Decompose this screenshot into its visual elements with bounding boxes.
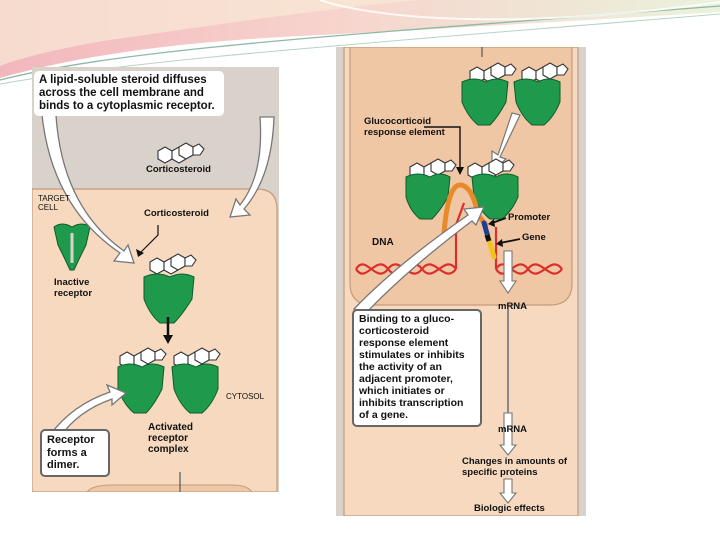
header-swoosh-light — [0, 0, 420, 66]
corticosteroid-label-outside: Corticosteroid — [146, 164, 211, 175]
mrna-arrow-2 — [498, 412, 518, 456]
arrow-to-membrane — [229, 116, 275, 218]
arrow-to-dimer — [48, 383, 128, 438]
binding-callout: Binding to a gluco-corticosteroid respon… — [352, 309, 482, 427]
dimer-receptor-left — [117, 363, 165, 414]
gene-label: Gene — [522, 232, 546, 243]
top-dimer-right — [513, 78, 561, 126]
gene-pointer — [499, 238, 521, 244]
activated-complex-label: Activated receptor complex — [148, 422, 194, 456]
right-diagram-panel: Glucocorticoid response element Promoter… — [336, 47, 586, 516]
header-line-3 — [319, 0, 720, 21]
nucleus-edge — [86, 484, 253, 492]
changes-label: Changes in amounts of specific proteins — [462, 456, 568, 478]
mrna-nucleus-label: mRNA — [498, 301, 528, 312]
arrow-to-gre — [352, 206, 486, 314]
effects-label: Biologic effects — [474, 503, 545, 514]
promoter-label: Promoter — [508, 212, 551, 223]
gre-segment — [441, 182, 489, 236]
dimer-receptor-right — [171, 363, 219, 414]
target-cell-membrane — [32, 188, 278, 492]
mrna-arrow-1 — [498, 250, 518, 294]
corticosteroid-molecule-outside — [157, 142, 205, 164]
gre-label: Glucocorticoid response element — [364, 116, 445, 138]
effects-arrow — [498, 478, 518, 504]
left-diagram-graphics — [32, 114, 278, 492]
top-dimer-left — [461, 78, 509, 126]
corticosteroid-pointer — [139, 225, 159, 254]
target-cell-label: TARGET CELL — [38, 194, 70, 212]
cytosol-label: CYTOSOL — [226, 392, 265, 401]
left-diagram-panel: A lipid-soluble steroid diffuses across … — [32, 67, 279, 492]
arrow-to-receptor — [41, 114, 135, 264]
dimer-callout: Receptor forms a dimer. — [40, 429, 110, 477]
inactive-receptor-label: Inactive receptor — [54, 277, 93, 299]
gre-pointer — [424, 126, 461, 169]
corticosteroid-label-inside: Corticosteroid — [144, 208, 209, 219]
bound-receptor-shape — [143, 273, 195, 324]
intro-callout: A lipid-soluble steroid diffuses across … — [34, 71, 224, 117]
mrna-cytoplasm-label: mRNA — [498, 424, 528, 435]
dna-label: DNA — [372, 237, 394, 248]
